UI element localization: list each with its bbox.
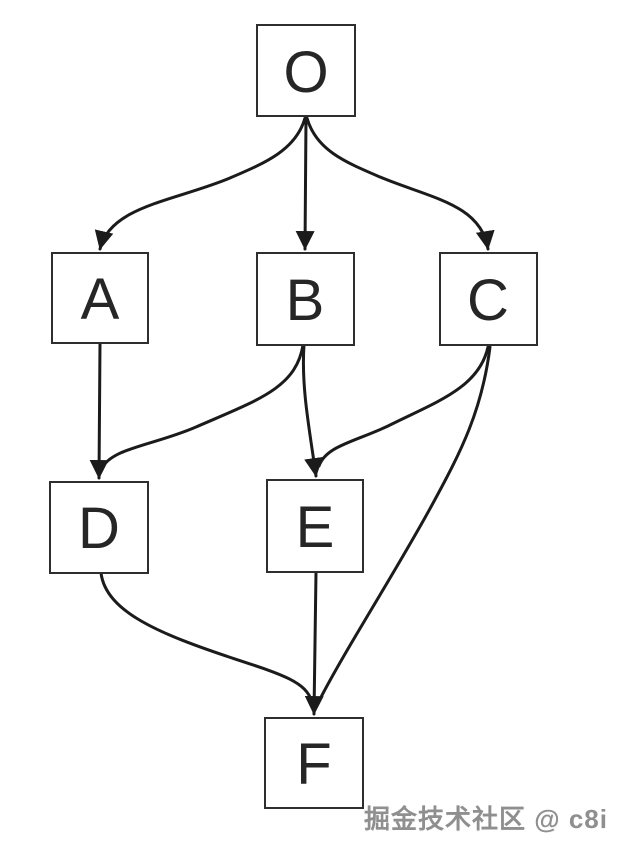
node-F-box bbox=[264, 717, 364, 809]
node-F-label: F bbox=[296, 732, 331, 797]
edge-E-F bbox=[304, 570, 324, 716]
node-D: D bbox=[49, 481, 149, 574]
node-B: B bbox=[256, 252, 355, 346]
node-A: A bbox=[51, 252, 149, 344]
edge-O-C bbox=[305, 116, 495, 251]
node-E-box bbox=[266, 479, 364, 573]
node-B-label: B bbox=[286, 268, 325, 333]
node-A-box bbox=[51, 252, 149, 344]
node-C-label: C bbox=[467, 268, 509, 333]
edge-O-A bbox=[94, 116, 307, 251]
node-C-box bbox=[439, 252, 538, 346]
node-F: F bbox=[264, 717, 364, 809]
watermark-text: 掘金技术社区 @ c8i bbox=[364, 804, 608, 834]
node-O-box bbox=[256, 24, 356, 117]
edge-B-E bbox=[301, 343, 323, 478]
edge-A-D bbox=[89, 341, 109, 480]
edge-C-E bbox=[317, 345, 490, 468]
node-A-label: A bbox=[81, 267, 120, 332]
node-O-label: O bbox=[283, 40, 328, 105]
edge-C-F bbox=[317, 345, 492, 703]
edge-B-D bbox=[99, 343, 305, 472]
node-C: C bbox=[439, 252, 538, 346]
node-E: E bbox=[266, 479, 364, 573]
node-E-label: E bbox=[296, 495, 335, 560]
node-B-box bbox=[256, 252, 355, 346]
node-D-label: D bbox=[78, 496, 120, 561]
node-D-box bbox=[49, 481, 149, 574]
edge-O-B bbox=[295, 116, 315, 251]
node-O: O bbox=[256, 24, 356, 117]
edge-D-F bbox=[99, 571, 314, 704]
